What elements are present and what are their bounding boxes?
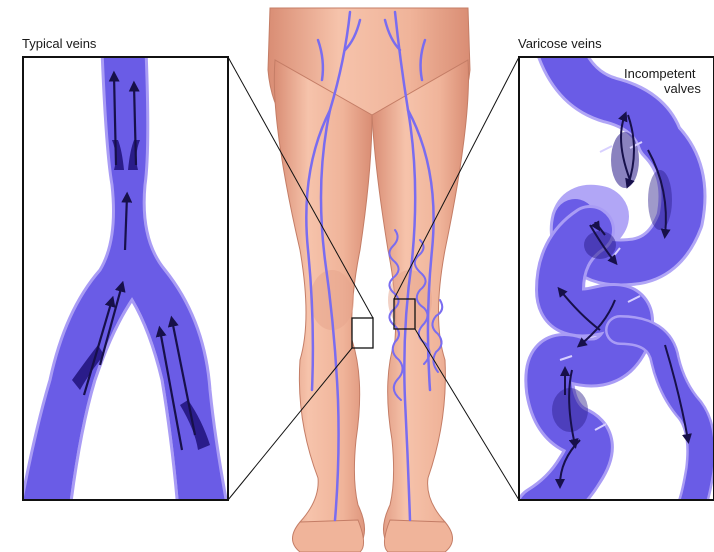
typical-veins-label: Typical veins — [22, 37, 96, 50]
typical-veins-highlight-box — [352, 318, 373, 348]
varicose-veins-label: Varicose veins — [518, 37, 602, 50]
varicose-veins-panel — [519, 50, 714, 510]
typical-veins-panel — [20, 50, 228, 510]
incompetent-valves-label — [614, 64, 712, 98]
legs-figure — [268, 8, 470, 552]
